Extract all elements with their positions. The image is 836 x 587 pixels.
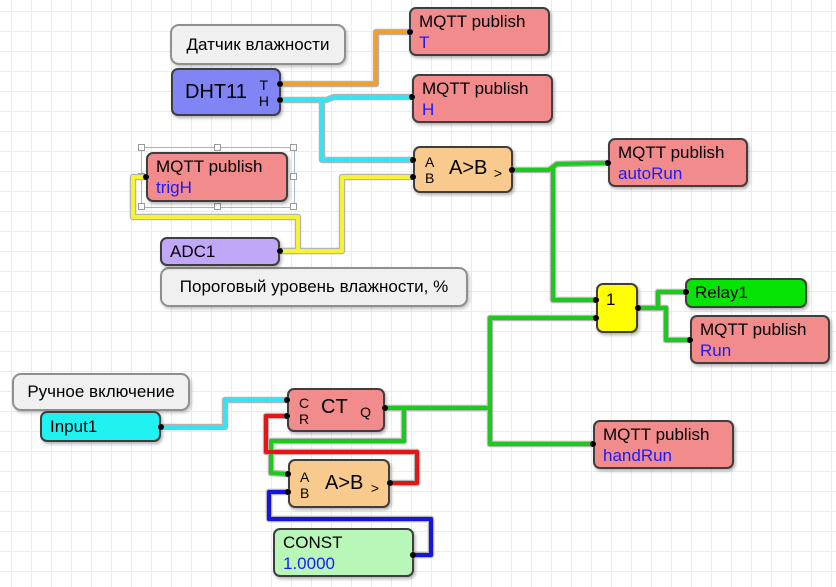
label-text: Пороговый уровень влажности, % <box>179 277 449 296</box>
port-label-q: Q <box>360 404 371 420</box>
wire-compare1-to-autorun-outline <box>508 159 612 174</box>
selection-handle-n[interactable] <box>214 144 221 151</box>
label-threshold[interactable]: Пороговый уровень влажности, % <box>160 267 468 307</box>
block-title: MQTT publish <box>156 157 263 176</box>
label-text: Датчик влажности <box>186 34 330 54</box>
port-label-r: R <box>299 411 310 427</box>
port-label-a: A <box>425 154 435 170</box>
port-label-h: H <box>258 93 269 109</box>
block-title: ADC1 <box>170 241 216 261</box>
block-title: Relay1 <box>695 283 748 302</box>
selection-handle-s[interactable] <box>214 203 221 210</box>
mqtt-topic: T <box>419 33 430 52</box>
compare2-block[interactable]: A B A>B > <box>288 459 390 508</box>
block-title: MQTT publish <box>419 12 526 31</box>
selection-handle-w[interactable] <box>138 173 145 180</box>
wire-ct-q-to-handrun[interactable] <box>488 406 595 446</box>
mqtt-topic: H <box>422 100 435 119</box>
wire-ct-q-to-handrun-outline <box>486 404 597 448</box>
wire-adc1-to-compare1-b[interactable] <box>278 175 415 253</box>
const-value: 1.0000 <box>283 554 335 573</box>
label-manual-on[interactable]: Ручное включение <box>12 373 190 411</box>
mqtt-publish-handrun-block[interactable]: MQTT publish handRun <box>593 420 734 469</box>
ct-block[interactable]: C R CT Q <box>287 388 385 432</box>
label-humidity-sensor[interactable]: Датчик влажности <box>170 24 346 65</box>
mqtt-publish-autorun-block[interactable]: MQTT publish autoRun <box>608 138 748 187</box>
port-label-out: > <box>493 165 502 181</box>
block-title: CT <box>321 396 348 418</box>
wire-ct-q-to-gate-in2[interactable] <box>488 316 598 410</box>
selection-handle-e[interactable] <box>290 173 297 180</box>
wire-dht-h-to-compare1-a-outline <box>318 96 417 164</box>
block-title: 1 <box>606 290 616 309</box>
selection-handle-sw[interactable] <box>138 203 145 210</box>
mqtt-publish-h-block[interactable]: MQTT publish H <box>412 74 553 123</box>
block-title: MQTT publish <box>603 425 710 444</box>
mqtt-topic: autoRun <box>618 164 683 183</box>
mqtt-publish-trigh-block[interactable]: MQTT publish trigH <box>146 152 288 202</box>
wire-dht-h-to-mqtt-h-outline <box>276 93 416 104</box>
wire-dht-h-to-mqtt-h[interactable] <box>278 95 414 102</box>
wire-gate-to-run[interactable] <box>650 306 692 342</box>
wire-compare1-to-autorun[interactable] <box>510 161 610 172</box>
selection-handle-se[interactable] <box>290 203 297 210</box>
adc1-block[interactable]: ADC1 <box>160 237 280 266</box>
wire-gate-to-relay-outline <box>634 288 690 312</box>
mqtt-topic: trigH <box>156 178 192 197</box>
wire-ct-q-to-gate-in2-outline <box>486 314 600 412</box>
port-label-t: T <box>259 77 268 93</box>
wire-compare1-to-gate-in1-outline <box>549 163 600 304</box>
wire-gate-to-run-outline <box>648 304 694 344</box>
selection-handle-ne[interactable] <box>290 144 297 151</box>
wire-gate-to-relay[interactable] <box>636 290 688 310</box>
or-gate-block[interactable]: 1 <box>596 283 638 333</box>
wire-dht-h-to-compare1-a[interactable] <box>320 98 415 162</box>
label-text: Ручное включение <box>27 382 175 401</box>
mqtt-topic: handRun <box>603 446 673 465</box>
port-label-b: B <box>425 170 435 186</box>
block-title: A>B <box>449 157 488 179</box>
dht11-block[interactable]: DHT11 T H <box>171 68 281 116</box>
port-label-out: > <box>370 480 379 496</box>
block-title: A>B <box>325 472 364 494</box>
port-label-c: C <box>299 395 310 411</box>
block-title: MQTT publish <box>618 143 725 162</box>
block-title: MQTT publish <box>700 320 807 339</box>
block-title: CONST <box>283 533 343 552</box>
mqtt-publish-t-block[interactable]: MQTT publish T <box>409 7 550 56</box>
const-block[interactable]: CONST 1.0000 <box>273 528 414 577</box>
mqtt-publish-run-block[interactable]: MQTT publish Run <box>690 315 830 364</box>
wire-adc1-to-compare1-b-outline <box>276 173 417 255</box>
block-title: MQTT publish <box>422 79 529 98</box>
block-title: Input1 <box>50 416 98 436</box>
relay1-block[interactable]: Relay1 <box>685 278 807 308</box>
block-title: DHT11 <box>185 81 247 103</box>
selection-handle-nw[interactable] <box>138 144 145 151</box>
input1-block[interactable]: Input1 <box>40 411 161 442</box>
port-label-b: B <box>300 485 310 501</box>
port-label-a: A <box>300 469 310 485</box>
wire-compare1-to-gate-in1[interactable] <box>551 165 598 302</box>
mqtt-topic: Run <box>700 341 732 360</box>
compare1-block[interactable]: A B A>B > <box>413 146 513 193</box>
